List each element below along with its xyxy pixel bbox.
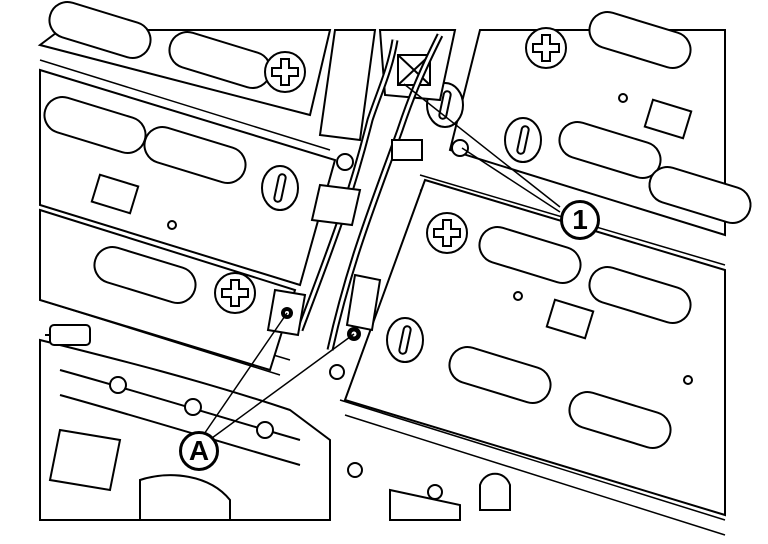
plus-terminal-icon xyxy=(426,212,468,254)
wire-harness xyxy=(266,29,469,380)
minus-terminal-icon xyxy=(261,165,299,211)
leader-lines xyxy=(199,83,561,441)
minus-terminal-icon xyxy=(386,317,424,363)
leader-line-A xyxy=(199,312,288,441)
leader-line-1 xyxy=(403,83,561,208)
plus-terminal-icon xyxy=(264,51,306,93)
callout-1: 1 xyxy=(560,200,600,240)
battery-module-lower-right xyxy=(343,178,726,517)
plus-terminal-icon xyxy=(214,272,256,314)
callout-A: A xyxy=(179,431,219,471)
plus-terminal-icon xyxy=(525,27,567,69)
battery-module-upper-left xyxy=(39,68,337,372)
battery-module-top-left xyxy=(37,0,332,117)
leader-line-1 xyxy=(461,147,561,213)
leader-line-A xyxy=(211,333,355,439)
lower-tray xyxy=(39,324,511,521)
minus-terminal-icon xyxy=(504,117,542,163)
